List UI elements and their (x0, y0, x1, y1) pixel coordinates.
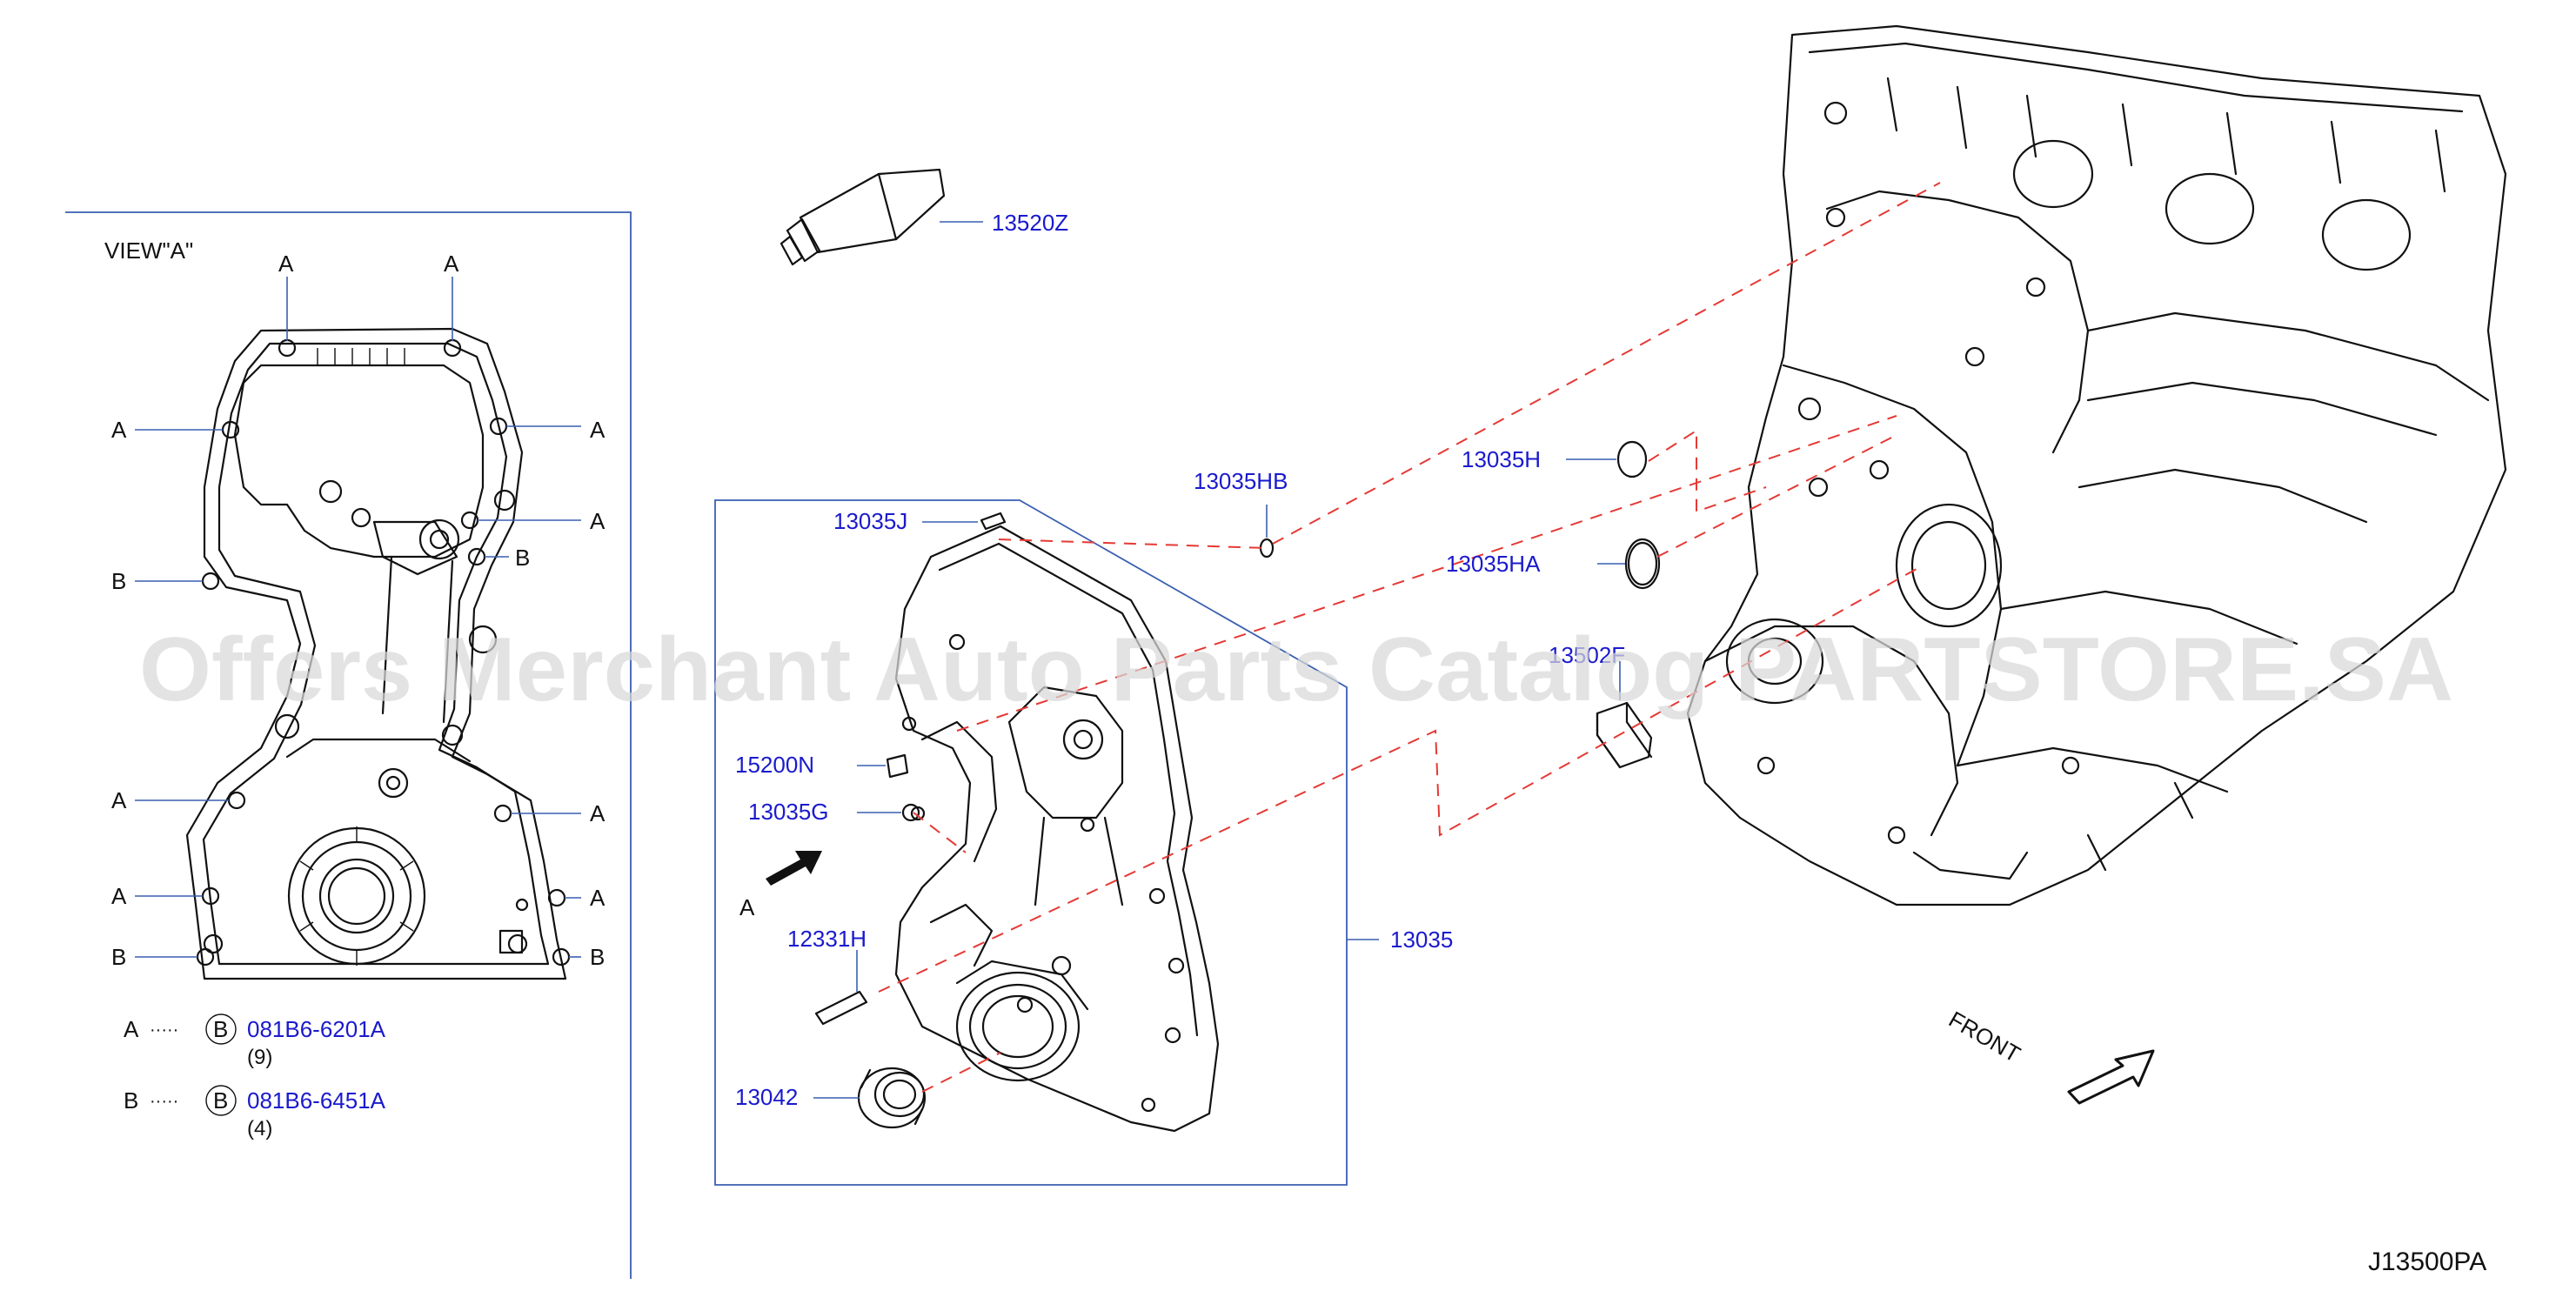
part-link-13502f[interactable]: 13502F (1549, 642, 1625, 668)
cover-assembly-frame (714, 499, 1348, 1186)
part-link-13035g[interactable]: 13035G (748, 799, 829, 825)
legend-a-circle (205, 1013, 237, 1045)
diagram-code: J13500PA (2368, 1248, 2486, 1276)
legend-a-circle-letter: B (213, 1016, 228, 1042)
callout-b-left-2: B (111, 944, 126, 970)
legend-b-dots: ····· (150, 1092, 178, 1111)
view-a-panel: VIEW"A" (65, 211, 632, 1279)
part-link-15200n[interactable]: 15200N (735, 752, 814, 778)
view-a-gasket-drawing (185, 327, 567, 980)
plug-15200n-drawing (857, 753, 909, 779)
callout-a-left-1: A (111, 417, 127, 443)
callout-a-right-2: A (590, 508, 606, 534)
callout-a-right-3: A (590, 800, 606, 826)
callout-b-right-2: B (590, 944, 605, 970)
front-label: FRONT (1944, 1006, 2025, 1067)
part-link-13035j[interactable]: 13035J (833, 508, 907, 534)
callout-a-left-3: A (111, 883, 127, 909)
view-a-arrow (766, 851, 822, 886)
cover-assembly-group (714, 499, 1379, 1186)
view-a-frame (65, 211, 632, 1279)
callout-b-left-1: B (111, 568, 126, 594)
legend-row-a: A ····· B 081B6-6201A (9) (124, 1013, 386, 1069)
part-link-13035[interactable]: 13035 (1390, 926, 1453, 953)
callout-a-top-left: A (278, 251, 294, 277)
callout-b-right-1: B (515, 545, 530, 571)
legend-a-part-link[interactable]: 081B6-6201A (247, 1016, 386, 1042)
seal-13035g-drawing (857, 803, 920, 822)
legend-a-qty: (9) (247, 1046, 272, 1069)
assembly-dashed-lines (878, 182, 1941, 1093)
callout-a-left-2: A (111, 787, 127, 813)
sealant-tube-drawing (779, 168, 983, 266)
legend-b-circle-letter: B (213, 1087, 228, 1114)
view-a-leaders (135, 277, 581, 958)
watermark-text: Offers Merchant Auto Parts Catalog PARTS… (139, 619, 2453, 720)
engine-block-drawing (1686, 24, 2507, 906)
view-a-title: VIEW"A" (104, 237, 193, 264)
front-direction: FRONT (1944, 1006, 2155, 1105)
front-arrow-icon (2067, 1049, 2155, 1105)
gasket-13035j-drawing (922, 512, 1007, 531)
collar-13502f-drawing (1596, 661, 1653, 769)
bolt-legend: A ····· B 081B6-6201A (9) B ····· B 081B… (124, 1013, 386, 1140)
ring-13035hb-drawing (1259, 505, 1275, 559)
view-a-arrow-label: A (739, 894, 755, 920)
legend-b-qty: (4) (247, 1117, 272, 1140)
part-link-13035hb[interactable]: 13035HB (1194, 468, 1288, 494)
legend-a-key: A (124, 1016, 139, 1042)
part-link-13042[interactable]: 13042 (735, 1084, 798, 1110)
legend-b-key: B (124, 1087, 138, 1114)
legend-a-dots: ····· (150, 1020, 178, 1040)
ring-13035ha-drawing (1597, 538, 1661, 590)
callout-a-right-4: A (590, 885, 606, 911)
legend-row-b: B ····· B 081B6-6451A (4) (124, 1085, 386, 1140)
callout-a-right-1: A (590, 417, 606, 443)
legend-b-circle (205, 1085, 237, 1116)
legend-b-part-link[interactable]: 081B6-6451A (247, 1087, 386, 1114)
front-cover-drawing (894, 525, 1220, 1133)
part-link-13520z[interactable]: 13520Z (992, 210, 1068, 236)
oil-seal-13042-drawing (813, 1067, 927, 1129)
part-link-13035ha[interactable]: 13035HA (1446, 551, 1541, 577)
part-link-12331h[interactable]: 12331H (787, 926, 866, 952)
ring-13035h-drawing (1566, 440, 1648, 478)
part-link-13035h[interactable]: 13035H (1462, 446, 1541, 472)
callout-a-top-right: A (444, 251, 459, 277)
dowel-12331h-drawing (814, 950, 868, 1026)
